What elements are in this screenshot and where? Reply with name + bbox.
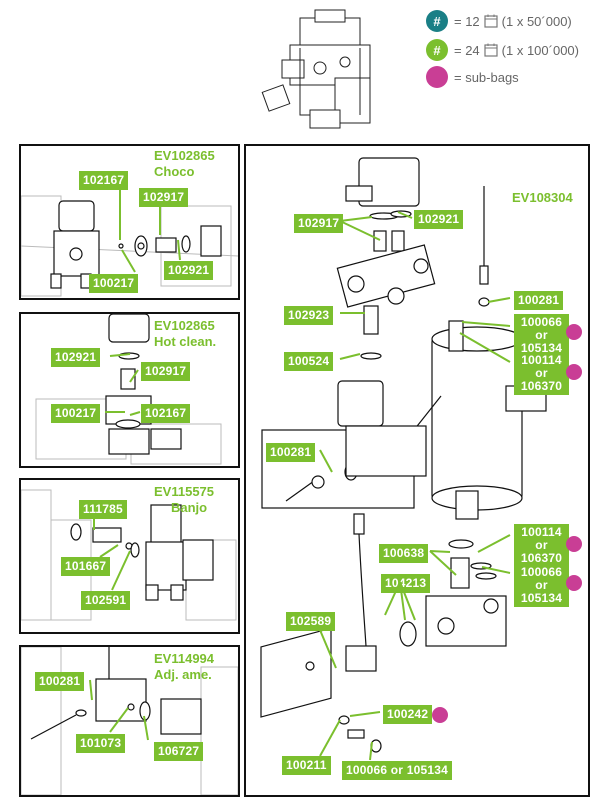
legend-row-subbags: = sub-bags — [426, 65, 519, 89]
hash-green-icon: # — [426, 39, 448, 61]
subbag-dot-icon — [566, 575, 582, 591]
legend-row-12: # = 12 (1 x 50´000) — [426, 9, 572, 33]
part-tag: 102921 — [414, 210, 464, 229]
panel-hotclean: EV102865 Hot clean. 102921 102917 100217… — [19, 312, 240, 468]
panel-adjame: EV114994 Adj. ame. 100281 101073 106727 — [19, 645, 240, 797]
legend-count: = 12 — [454, 13, 480, 29]
panel-banjo: EV115575 Banjo 111785 101667 102591 — [19, 478, 240, 634]
choco-ev-code: EV102865 — [154, 148, 215, 163]
part-tag: 100211 — [282, 756, 331, 775]
adjame-valve-drawing — [21, 647, 238, 795]
adjame-ev-code: EV114994 — [154, 651, 215, 666]
legend-subbags: = sub-bags — [454, 69, 519, 85]
part-tag: 104213 — [381, 574, 431, 593]
panel-choco: EV102865 Choco 102167 102917 100217 1029… — [19, 144, 240, 300]
part-tag: 100281 — [266, 443, 316, 462]
hash-teal-icon: # — [426, 10, 448, 32]
part-tag: 102917 — [141, 362, 191, 381]
main-ev-code: EV108304 — [512, 190, 573, 205]
subbag-dot-icon — [426, 66, 448, 88]
part-tag: 102167 — [141, 404, 191, 423]
part-tag: 100281 — [514, 291, 564, 310]
part-tag: 102591 — [81, 591, 131, 610]
part-tag: 102167 — [79, 171, 129, 190]
hotclean-ev-name: Hot clean. — [154, 334, 217, 349]
part-tag: 102917 — [294, 214, 344, 233]
subbag-dot-icon — [566, 324, 582, 340]
choco-valve-drawing — [21, 195, 238, 297]
part-tag: 100217 — [51, 404, 101, 423]
calendar-icon — [484, 43, 498, 57]
subbag-dot-icon — [566, 364, 582, 380]
legend-interval: (1 x 100´000) — [501, 42, 579, 58]
legend-row-24: # = 24 (1 x 100´000) — [426, 38, 579, 62]
subbag-dot-icon — [432, 707, 448, 723]
legend-count: = 24 — [454, 42, 480, 58]
hotclean-ev-code: EV102865 — [154, 318, 215, 333]
calendar-icon — [484, 14, 498, 28]
part-tag: 102921 — [164, 261, 214, 280]
part-tag: 100066 or 105134 — [342, 761, 452, 780]
choco-ev-name: Choco — [154, 164, 195, 179]
banjo-valve-drawing — [21, 489, 237, 621]
banjo-ev-name: Banjo — [171, 500, 208, 515]
legend-interval: (1 x 50´000) — [501, 13, 572, 29]
adjame-ev-name: Adj. ame. — [154, 667, 212, 682]
main-boiler-drawing — [260, 157, 547, 753]
part-tag: 102917 — [139, 188, 189, 207]
panel-main: EV108304 102917 102921 102923 100524 100… — [244, 144, 590, 797]
part-tag: 102589 — [286, 612, 336, 631]
part-tag: 100217 — [89, 274, 139, 293]
subbag-dot-icon — [566, 536, 582, 552]
part-tag: 111785 — [79, 500, 127, 519]
part-tag: 100524 — [284, 352, 334, 371]
part-tag: 100638 — [379, 544, 429, 563]
part-tag: 106727 — [154, 742, 204, 761]
part-tag: 102923 — [284, 306, 334, 325]
part-tag: 102921 — [51, 348, 101, 367]
part-tag: 101073 — [76, 734, 126, 753]
banjo-ev-code: EV115575 — [154, 484, 215, 499]
part-tag: 101667 — [61, 557, 111, 576]
part-tag: 100281 — [35, 672, 85, 691]
part-tag: 100242 — [383, 705, 433, 724]
